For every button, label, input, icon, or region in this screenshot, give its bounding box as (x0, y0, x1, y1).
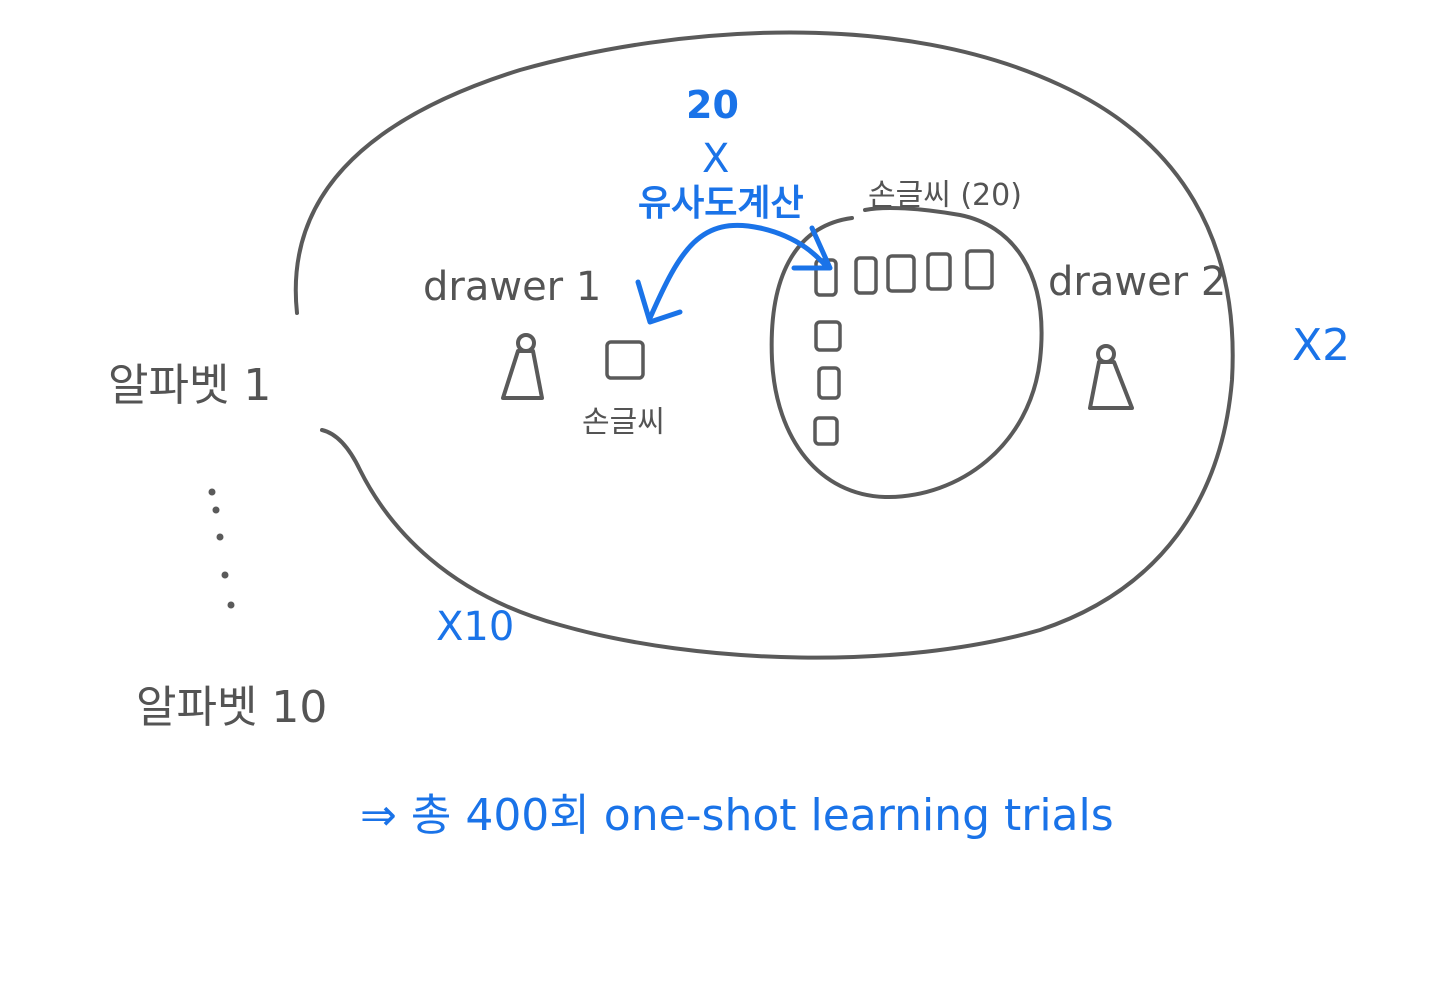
drawers-multiplier: X2 (1292, 320, 1350, 371)
sample-box (817, 366, 841, 400)
similarity-count-x: X (702, 136, 729, 182)
similarity-label: 유사도계산 (638, 183, 804, 224)
outer-loop (293, 30, 1235, 660)
drawer-1-label: drawer 1 (423, 264, 601, 310)
conclusion-text: ⇒ 총 400회 one-shot learning trials (360, 790, 1114, 841)
inner-loop (769, 205, 1044, 500)
sample-box (854, 256, 878, 295)
alphabet-first-label: 알파벳 1 (108, 360, 271, 411)
arrowhead-icon (791, 225, 833, 271)
sample-box (813, 416, 839, 446)
drawer-2-label: drawer 2 (1048, 259, 1226, 305)
sample-box (814, 320, 842, 352)
ellipsis-dot (212, 506, 220, 514)
ellipsis-dot (208, 488, 216, 496)
sample-box (886, 254, 916, 293)
arrowhead-icon (635, 279, 683, 325)
person-icon (1088, 344, 1134, 410)
ellipsis-dot (227, 601, 235, 609)
person-icon (501, 333, 544, 400)
sample-box (965, 249, 994, 290)
similarity-count-number: 20 (686, 83, 739, 127)
ellipsis-dot (221, 571, 229, 579)
sample-box (605, 340, 645, 380)
handwriting-single-label: 손글씨 (582, 405, 665, 440)
similarity-arrow (647, 222, 831, 321)
sample-box (926, 252, 952, 291)
alphabet-last-label: 알파벳 10 (136, 682, 327, 733)
handwriting-set-label: 손글씨 (20) (868, 178, 1022, 213)
ellipsis-dot (216, 533, 224, 541)
alphabets-multiplier: X10 (436, 604, 514, 650)
